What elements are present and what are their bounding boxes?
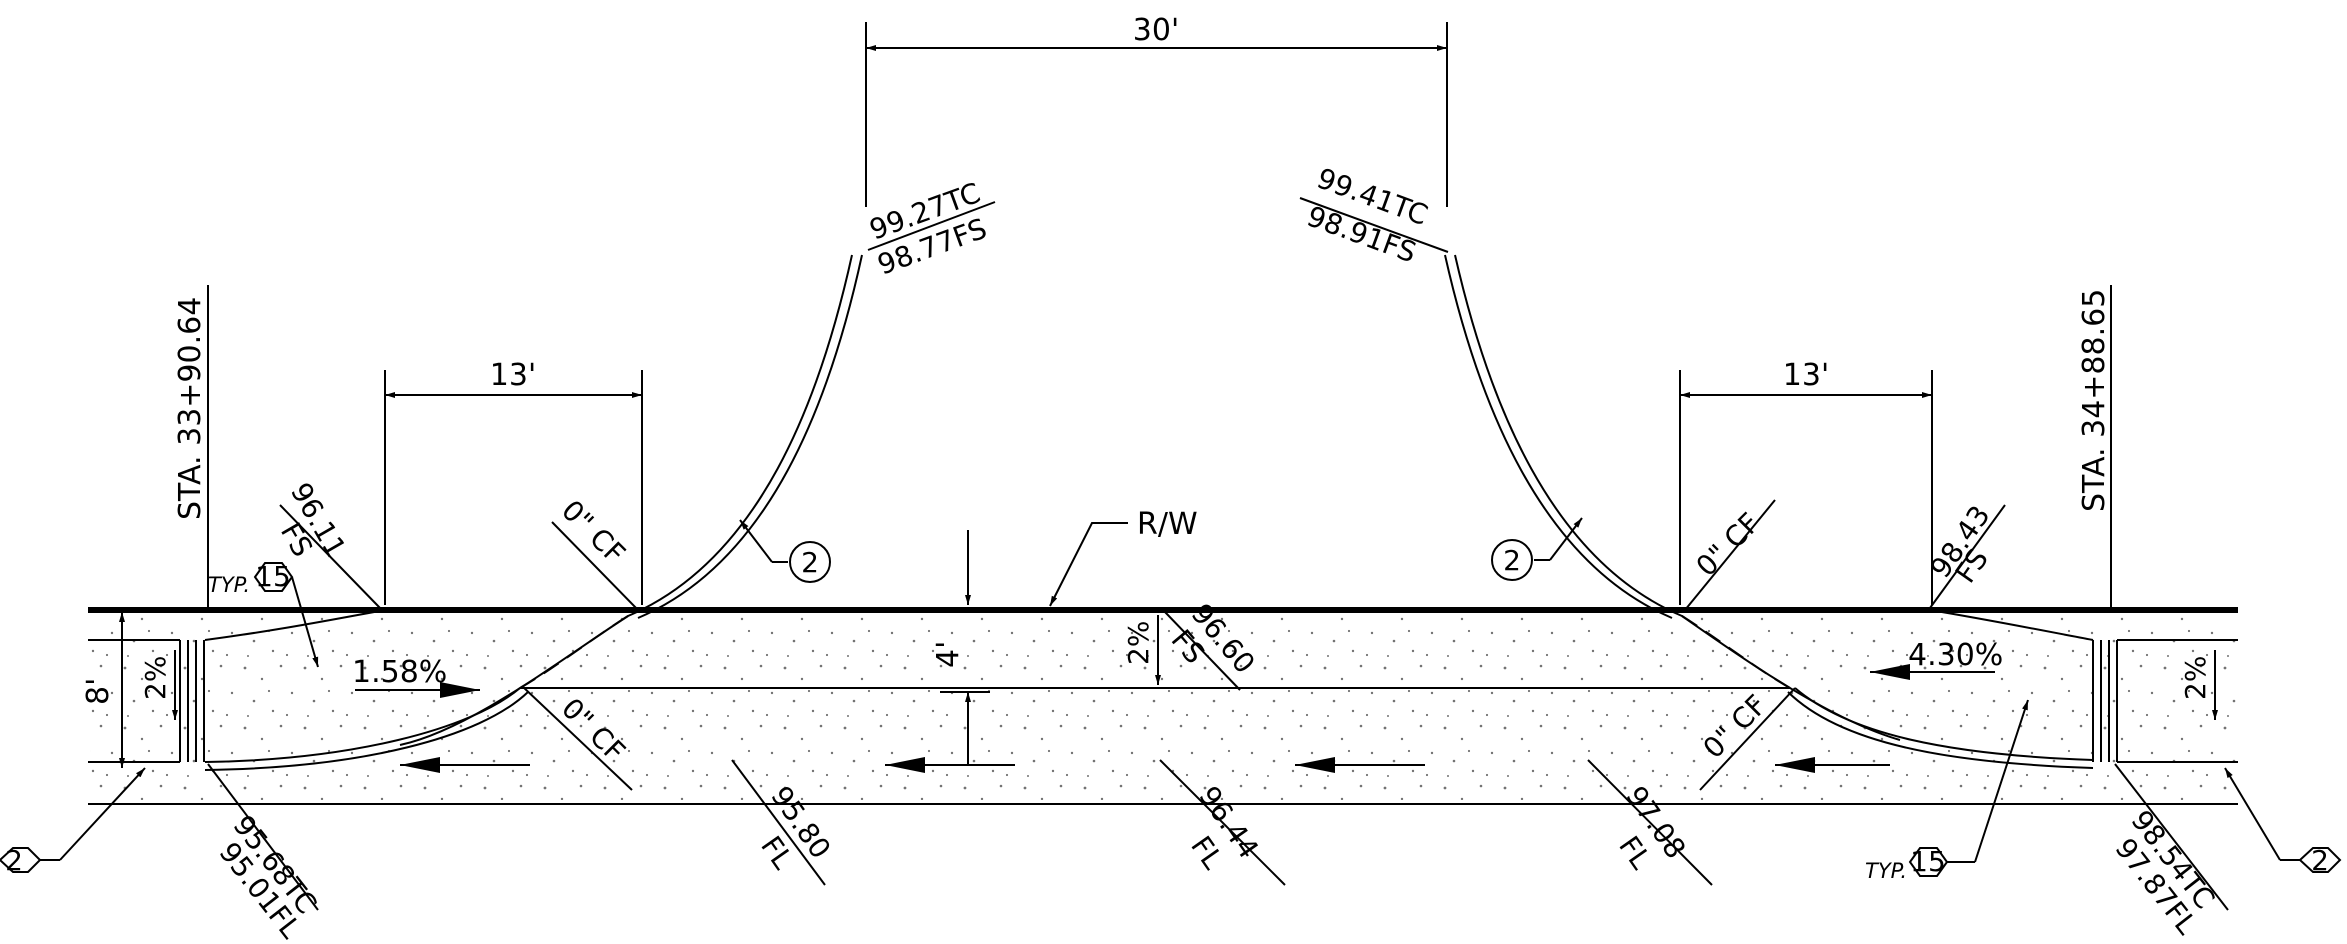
- dimension-8-label: 8': [81, 678, 116, 705]
- left-ramp: [88, 609, 529, 771]
- station-right-label: STA. 34+88.65: [2077, 289, 2112, 512]
- cf-leader-lower-right: [1699, 687, 1796, 791]
- cf-upper-left-label: 0" CF: [555, 494, 632, 571]
- pavement-fill: [90, 610, 2240, 800]
- elevation-leader-right-fs: [1929, 504, 2006, 609]
- elevation-leader-left-fs: [279, 504, 381, 609]
- svg-text:15: 15: [1910, 845, 1946, 878]
- svg-text:TYP.: TYP.: [1865, 859, 1907, 883]
- elevation-leader-fl-1: [731, 759, 826, 886]
- svg-text:2: 2: [1503, 544, 1521, 577]
- callout-circle-left: 2: [739, 519, 831, 583]
- slope-right-label: 4.30%: [1908, 638, 2003, 673]
- callout-hex-left: 2: [0, 767, 146, 877]
- cross-slope-right-label: 2%: [2179, 656, 2212, 700]
- callout-hex-right: 2: [2224, 767, 2342, 877]
- callout-typ-left: TYP. 15: [208, 560, 319, 668]
- callout-typ-right: TYP. 15: [1865, 699, 2029, 883]
- elevation-leader-top-right: [1299, 197, 1449, 253]
- rw-leader: [1049, 522, 1128, 607]
- svg-text:2: 2: [5, 844, 23, 877]
- dimension-13-right: [1679, 370, 1933, 605]
- elevation-leader-fl-2: [1159, 759, 1286, 886]
- cross-slope-center-label: 2%: [1122, 621, 1155, 665]
- dimension-30: [865, 22, 1448, 207]
- cf-leader-upper-right: [1684, 499, 1776, 611]
- elevation-leader-center-fs: [1164, 611, 1241, 691]
- dimension-13-left-label: 13': [490, 358, 536, 393]
- dimension-13-left: [384, 370, 643, 605]
- dimension-30-label: 30': [1133, 13, 1179, 48]
- elevation-leader-top-left: [867, 201, 996, 251]
- cf-leader-upper-left: [551, 521, 641, 613]
- elevation-leader-bottom-right: [2114, 763, 2229, 911]
- elevation-leader-fl-3: [1587, 759, 1713, 886]
- rw-label: R/W: [1137, 507, 1198, 542]
- svg-text:2: 2: [2311, 844, 2329, 877]
- left-curb-return: [399, 254, 863, 746]
- dimension-4: [940, 530, 990, 765]
- dimension-13-right-label: 13': [1783, 358, 1829, 393]
- cf-upper-right-label: 0" CF: [1690, 506, 1767, 583]
- svg-text:15: 15: [255, 560, 291, 593]
- cf-leader-lower-left: [521, 685, 633, 791]
- svg-text:2: 2: [801, 546, 819, 579]
- station-left-label: STA. 33+90.64: [173, 297, 208, 520]
- elevation-leader-bottom-left: [207, 763, 319, 911]
- svg-text:TYP.: TYP.: [208, 573, 250, 597]
- slope-left-label: 1.58%: [352, 655, 447, 690]
- right-curb-return: [1444, 254, 1901, 741]
- dimension-4-label: 4': [931, 641, 966, 668]
- callout-circle-right: 2: [1491, 517, 1583, 581]
- cross-slope-left-label: 2%: [139, 656, 172, 700]
